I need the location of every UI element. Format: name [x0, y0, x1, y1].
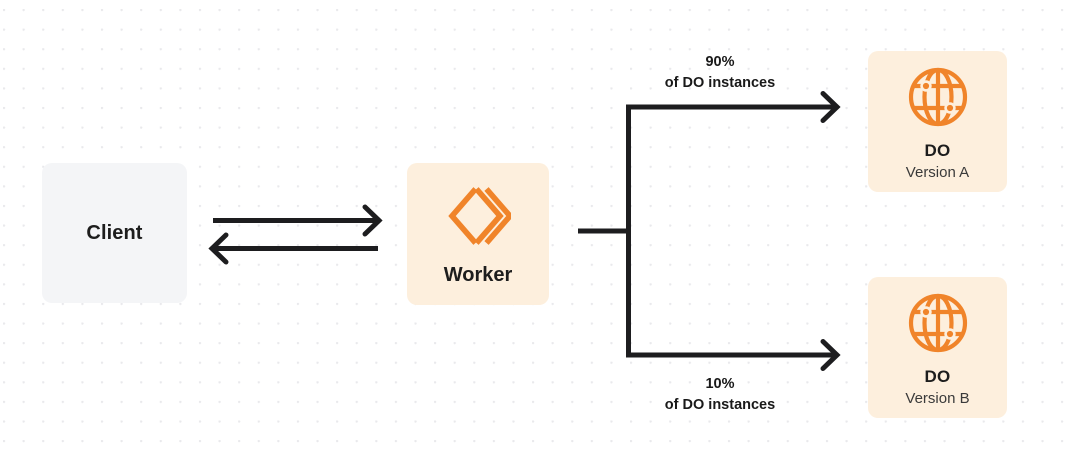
- do-b-label: DO: [924, 367, 951, 386]
- client-label: Client: [86, 221, 143, 244]
- edge-label-do-b-percent: 10%: [705, 376, 735, 392]
- do-version-b-node[interactable]: DO Version B: [868, 277, 1007, 418]
- worker-label: Worker: [443, 264, 513, 286]
- edge-worker-to-client: [208, 232, 378, 265]
- do-version-a-node[interactable]: DO Version A: [868, 51, 1007, 192]
- edge-label-do-a-percent: 90%: [705, 54, 735, 70]
- cloudflare-workers-icon: [445, 185, 514, 247]
- do-b-sublabel: Version B: [905, 390, 970, 407]
- edge-split-to-do-a: [626, 91, 841, 123]
- do-a-sublabel: Version A: [905, 164, 970, 181]
- edge-label-do-b-detail: of DO instances: [664, 397, 776, 414]
- globe-icon: [907, 292, 969, 354]
- do-a-label: DO: [924, 141, 951, 160]
- client-node[interactable]: Client: [42, 163, 187, 303]
- edge-split-to-do-b: [626, 339, 841, 371]
- edge-worker-split-stub: [578, 104, 631, 358]
- edge-label-do-b: 10% of DO instances: [630, 374, 810, 416]
- globe-icon: [907, 66, 969, 128]
- edge-client-to-worker: [213, 204, 383, 237]
- edge-label-do-a-detail: of DO instances: [664, 75, 776, 92]
- worker-node[interactable]: Worker: [407, 163, 549, 305]
- edge-label-do-a: 90% of DO instances: [630, 52, 810, 94]
